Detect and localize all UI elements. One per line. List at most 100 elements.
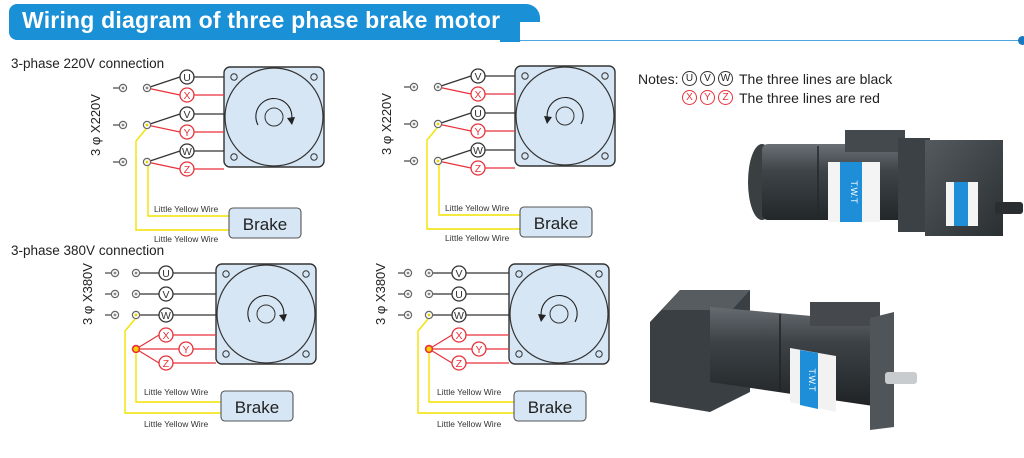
mount-hole [515, 270, 523, 278]
motor-stator [216, 264, 316, 364]
supply-post-center [121, 123, 125, 127]
brake-box [513, 390, 587, 422]
black-wire [437, 112, 472, 125]
terminal-v [158, 286, 174, 302]
notes-prefix: Notes: [638, 70, 679, 87]
terminal-label-w: W [473, 145, 483, 157]
brake-label: Brake [534, 214, 578, 233]
mount-hole [521, 72, 529, 80]
junction-post-center [145, 160, 149, 164]
junction-post-center [427, 292, 431, 296]
supply-post-center [121, 160, 125, 164]
terminal-label-z: Z [163, 358, 170, 370]
rotation-arrowhead [538, 314, 546, 322]
mount-hole [222, 270, 230, 278]
geared-brake-motor-photo-2: T.W.T [650, 290, 917, 430]
supply-post-center [412, 159, 416, 163]
notes-red-text: The three lines are red [739, 89, 880, 106]
header-rule [520, 40, 1020, 41]
mount-hole [601, 152, 609, 160]
black-wire [437, 75, 472, 88]
little-yellow-wire-label: Little Yellow Wire [144, 419, 209, 429]
black-wire [146, 76, 181, 89]
supply-post-center [412, 122, 416, 126]
mount-hole [595, 270, 603, 278]
brake-box [519, 206, 593, 238]
supply-post-center [113, 271, 117, 275]
geared-brake-motor-photo-1: T.W.T [748, 130, 1023, 236]
terminal-z [451, 355, 467, 371]
little-yellow-wire-label: Little Yellow Wire [154, 204, 219, 214]
page-title: Wiring diagram of three phase brake moto… [22, 7, 501, 33]
red-wire [437, 160, 472, 169]
yellow-wire-1 [438, 165, 520, 216]
terminal-label-y: Y [183, 127, 190, 139]
motor-stator [515, 66, 615, 166]
terminal-x [158, 327, 174, 343]
little-yellow-wire-label: Little Yellow Wire [445, 233, 510, 243]
terminal-label-u: U [474, 108, 482, 120]
terminal-label-y: Y [475, 344, 482, 356]
terminal-label-z: Z [184, 164, 191, 176]
black-wire [146, 150, 181, 163]
star-point [131, 344, 141, 354]
terminal-label-v: V [183, 109, 190, 121]
terminal-label-u: U [162, 268, 170, 280]
terminal-box [845, 130, 905, 152]
terminal-label-z: Z [456, 358, 463, 370]
terminal-z [158, 355, 174, 371]
terminal-z [470, 160, 486, 176]
terminal-label-u: U [455, 289, 463, 301]
mount-hole [595, 350, 603, 358]
terminal-w [470, 142, 486, 158]
junction-post-center [134, 313, 138, 317]
supply-voltage-label: 3 φ X380V [80, 263, 95, 325]
junction-post-center [134, 292, 138, 296]
terminal-box [810, 302, 880, 326]
terminal-x [451, 327, 467, 343]
title-banner [9, 4, 519, 40]
terminal-y [470, 123, 486, 139]
terminal-w [158, 307, 174, 323]
terminal-label-v: V [474, 71, 481, 83]
brake-label: Brake [235, 398, 279, 417]
red-wire [146, 124, 181, 133]
yellow-wire-1 [428, 353, 514, 403]
yellow-wire-1 [135, 353, 221, 403]
supply-post-center [113, 292, 117, 296]
red-wire [437, 86, 472, 95]
motor-housing [514, 65, 616, 167]
terminal-u [158, 265, 174, 281]
terminal-label-x: X [474, 89, 481, 101]
brake-label: Brake [243, 215, 287, 234]
rotation-arrowhead [287, 117, 295, 125]
motor-housing [508, 263, 610, 365]
yellow-wire-2 [124, 318, 221, 414]
terminal-label-w: W [161, 310, 171, 322]
little-yellow-wire-label: Little Yellow Wire [144, 387, 209, 397]
terminal-icon-w: W [718, 71, 733, 86]
supply-post-center [406, 292, 410, 296]
supply-voltage-label: 3 φ X220V [379, 93, 394, 155]
rotation-arrow-clockwise [247, 294, 285, 323]
terminal-label-v: V [455, 268, 462, 280]
terminal-label-y: Y [182, 344, 189, 356]
mount-hole [230, 73, 238, 81]
mount-hole [310, 73, 318, 81]
little-yellow-wire-label: Little Yellow Wire [437, 387, 502, 397]
red-wire [146, 161, 181, 170]
notes: Notes: U V W The three lines are black X… [638, 69, 892, 107]
little-yellow-wire-label: Little Yellow Wire [154, 234, 219, 244]
title-banner-notch [520, 22, 560, 62]
terminal-u [451, 286, 467, 302]
rotation-arrow-clockwise [255, 97, 293, 126]
terminal-label-v: V [162, 289, 169, 301]
terminal-z [179, 161, 195, 177]
red-wire [135, 334, 160, 350]
terminal-x [179, 87, 195, 103]
flange [898, 138, 930, 232]
mount-hole [230, 153, 238, 161]
mount-hole [302, 270, 310, 278]
